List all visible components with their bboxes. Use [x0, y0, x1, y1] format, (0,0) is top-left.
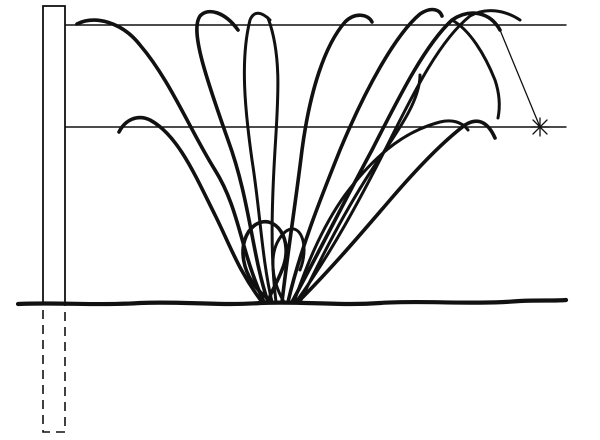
cane-tied-to-wire	[450, 18, 501, 120]
cane-right-hook	[298, 73, 422, 304]
cane-right-top-arch	[290, 11, 502, 304]
trellis-post	[42, 5, 66, 305]
tie-knot-icon	[530, 117, 550, 137]
cane-lower-left-arch	[117, 115, 264, 304]
wire-tie-line	[499, 29, 541, 128]
cane-upper-left-arch	[75, 18, 266, 304]
cane-centre-tall	[280, 13, 374, 304]
cane-left-tall	[195, 9, 270, 304]
cane-right-top-arch-2	[294, 9, 522, 304]
ground-line	[15, 297, 569, 307]
cane-centre-loop	[241, 220, 288, 302]
cane-right-lower-arch	[296, 119, 497, 304]
cane-left-centre	[242, 11, 274, 304]
cane-centre-right-tall	[286, 7, 444, 304]
trellis-post-buried-section	[42, 303, 66, 433]
